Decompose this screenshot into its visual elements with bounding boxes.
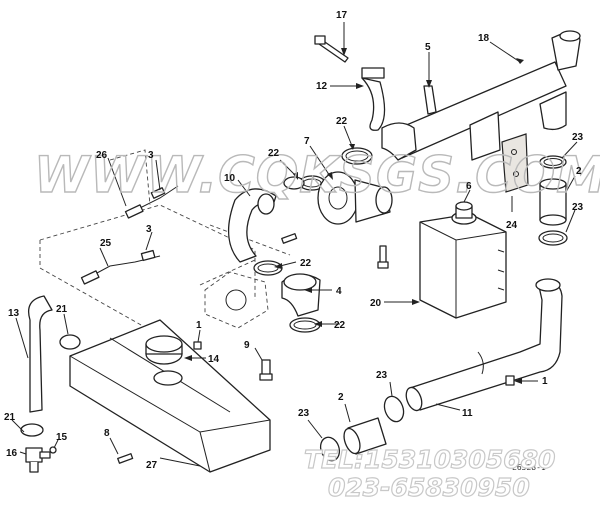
dashed-outline <box>39 149 291 331</box>
figure-code: E6528-1 <box>512 463 546 472</box>
callout-25: 25 <box>100 238 112 249</box>
callout-27: 27 <box>146 460 158 471</box>
part-10-hose <box>227 188 277 263</box>
callout-17: 17 <box>336 10 348 21</box>
part-1-plug-left <box>193 341 202 350</box>
part-27-tank <box>69 319 271 473</box>
callout-18: 18 <box>478 33 490 44</box>
callout-23-r1: 23 <box>572 132 584 143</box>
leader-lines <box>11 22 578 467</box>
part-2-sleeve-upper <box>539 178 567 226</box>
part-12-clamp <box>361 67 386 131</box>
contact-tel: TEL:15310305680 <box>304 445 555 474</box>
callout-9: 9 <box>244 340 250 351</box>
callout-11: 11 <box>462 408 473 419</box>
part-18-pipe <box>387 30 581 161</box>
callout-22-low: 22 <box>334 320 346 331</box>
callout-10: 10 <box>224 173 236 184</box>
callout-5: 5 <box>425 42 431 53</box>
watermark-text: WWW.CQKSGS.COM <box>34 146 600 204</box>
part-22-clamp-top <box>341 147 373 165</box>
callout-22-top: 22 <box>336 116 348 127</box>
turbo-housing-outline <box>204 271 269 329</box>
callout-22-mid: 22 <box>300 258 312 269</box>
part-2-sleeve-lower <box>343 417 387 455</box>
part-11-tube <box>405 278 563 412</box>
part-23-clamp-lower-left <box>319 436 341 462</box>
part-8-bolt <box>117 453 134 464</box>
part-14-cap <box>145 335 183 386</box>
callout-6: 6 <box>466 181 472 192</box>
callout-24: 24 <box>506 220 518 231</box>
callout-1-left: 1 <box>196 320 202 331</box>
callout-7: 7 <box>304 136 310 147</box>
part-17-bolt <box>314 35 349 63</box>
part-21-clamp-bottom-left <box>20 423 44 437</box>
callout-1-right: 1 <box>542 376 548 387</box>
callout-13: 13 <box>8 308 20 319</box>
part-4-elbow <box>281 273 321 317</box>
callout-12: 12 <box>316 81 328 92</box>
callout-26: 26 <box>96 150 108 161</box>
part-22-clamp-upper-left <box>283 176 305 190</box>
callout-14: 14 <box>208 354 220 365</box>
callout-20: 20 <box>370 298 382 309</box>
part-9-bolt <box>259 359 273 381</box>
callout-23-r2: 23 <box>572 202 584 213</box>
callout-3-mid: 3 <box>146 224 152 235</box>
callout-2-lower: 2 <box>338 392 344 403</box>
callout-16: 16 <box>6 448 18 459</box>
bolt-vertical <box>377 245 389 269</box>
part-7-flange <box>317 171 393 225</box>
part-16-fitting <box>25 447 51 473</box>
part-22-clamp-mid <box>253 260 283 276</box>
part-5-tube <box>423 85 437 115</box>
contact-phone: 023-65830950 <box>328 473 530 502</box>
callout-labels: 17 5 18 12 22 7 22 10 6 23 2 23 24 20 22… <box>4 10 584 471</box>
part-13-hose <box>27 295 53 413</box>
part-6-cap <box>451 201 477 225</box>
part-22-clamp-low <box>289 317 321 333</box>
part-7-elbow <box>381 122 417 161</box>
part-23-clamp-upper <box>539 155 567 169</box>
callout-21-top: 21 <box>56 304 68 315</box>
part-23-clamp-right <box>538 230 568 246</box>
callout-22-left: 22 <box>268 148 280 159</box>
callout-4: 4 <box>336 286 342 297</box>
callout-3-top: 3 <box>148 150 154 161</box>
callout-8: 8 <box>104 428 110 439</box>
part-15-washer <box>49 446 57 454</box>
part-1-plug-right <box>505 375 515 386</box>
part-24-bracket <box>501 133 529 193</box>
part-26-line <box>124 185 179 219</box>
part-23-clamp-lower-right <box>383 395 405 423</box>
callout-2-r: 2 <box>576 166 582 177</box>
part-25-line <box>80 249 161 285</box>
callout-15: 15 <box>56 432 68 443</box>
part-20-tank <box>419 213 507 319</box>
callout-21-bottom: 21 <box>4 412 16 423</box>
part-21-clamp-top-left <box>59 334 81 350</box>
callout-23-lr: 23 <box>376 370 388 381</box>
callout-23-ll: 23 <box>298 408 310 419</box>
bolt-small <box>281 233 298 244</box>
